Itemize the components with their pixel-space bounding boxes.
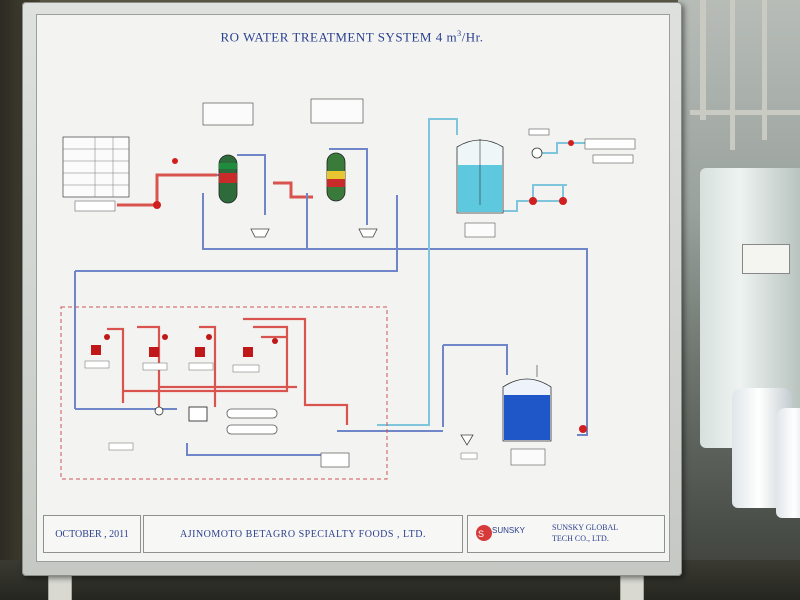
drain-icon	[250, 228, 270, 238]
logo-icon: S	[474, 523, 526, 543]
raw-water-label-box	[74, 200, 116, 212]
room-pipe	[700, 0, 706, 120]
feed-pipe-red	[117, 173, 313, 207]
cleaning-tank-icon	[320, 452, 350, 468]
room-pipe	[762, 0, 767, 140]
logo-letter: S	[478, 529, 484, 539]
pump-icon	[154, 406, 208, 422]
data-table	[62, 136, 130, 198]
diagram-board: RO WATER TREATMENT SYSTEM 4 m3/Hr.	[36, 14, 670, 562]
ro-membrane-icon	[226, 408, 278, 435]
tank-icon	[502, 365, 552, 442]
filter-label-box	[310, 98, 364, 124]
tank-label-box	[510, 448, 546, 466]
gauge-icon	[528, 128, 550, 136]
brand-plate: S SUNSKY SUNSKY GLOBAL TECH CO., LTD.	[467, 515, 665, 553]
process-flow-diagram	[60, 98, 636, 480]
valve-icon	[153, 140, 587, 433]
logo-wordmark: SUNSKY	[492, 526, 525, 535]
drain-label-box	[460, 452, 478, 460]
brand-name: SUNSKY GLOBAL TECH CO., LTD.	[552, 522, 662, 544]
client-name-plate: AJINOMOTO BETAGRO SPECIALTY FOODS , LTD.	[143, 515, 463, 553]
chemical-dosing-lines	[107, 317, 349, 425]
filter-vessel-icon	[218, 154, 238, 204]
tank-label-plate	[742, 244, 790, 274]
filter-label-box	[202, 102, 254, 126]
pipe-lightblue	[377, 118, 585, 426]
outlet-label-box	[584, 138, 636, 150]
room-pipe	[690, 110, 800, 115]
ro-skid-boundary	[60, 306, 388, 480]
board-title: RO WATER TREATMENT SYSTEM 4 m3/Hr.	[220, 29, 484, 45]
pipe-blue	[74, 148, 588, 456]
board-footer: OCTOBER , 2011 AJINOMOTO BETAGRO SPECIAL…	[43, 515, 665, 553]
filter-vessel-icon	[326, 152, 346, 202]
brand-line-2: TECH CO., LTD.	[552, 534, 609, 543]
water-jug	[776, 408, 800, 518]
brand-line-1: SUNSKY GLOBAL	[552, 523, 619, 532]
room-pipe	[730, 0, 735, 150]
chemical-label-box	[84, 360, 260, 373]
dosing-pump-icon	[531, 147, 543, 159]
skid-label-box	[108, 442, 134, 451]
drain-icon	[460, 434, 474, 446]
drain-icon	[358, 228, 378, 238]
tank-icon	[456, 139, 504, 214]
tank-label-box	[464, 222, 496, 238]
chemical-tank-icon	[91, 334, 278, 357]
date-plate: OCTOBER , 2011	[43, 515, 141, 553]
outlet-label-box	[592, 154, 634, 164]
